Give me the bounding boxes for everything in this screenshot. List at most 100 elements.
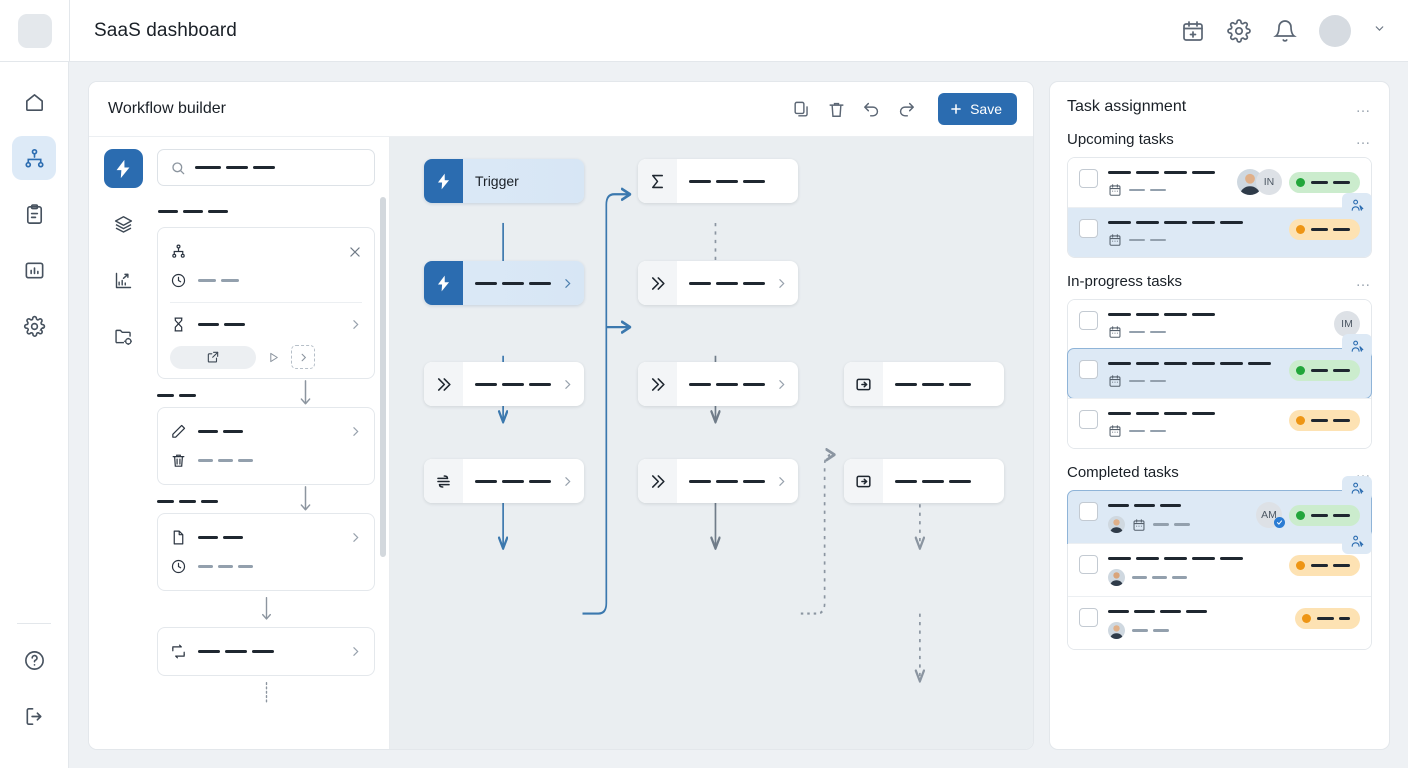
- canvas-node-trigger[interactable]: Trigger: [424, 159, 584, 203]
- status-badge: [1289, 505, 1360, 526]
- sidebar-item-home[interactable]: [12, 80, 56, 124]
- repeat-icon: [170, 643, 187, 660]
- task-checkbox[interactable]: [1079, 311, 1098, 330]
- task-checkbox[interactable]: [1079, 502, 1098, 521]
- canvas-node-4[interactable]: [424, 459, 584, 503]
- task-row[interactable]: [1068, 596, 1371, 649]
- assign-user-icon[interactable]: [1342, 334, 1372, 359]
- toolbox-card-3[interactable]: [157, 627, 375, 676]
- toolbox-row-hierarchy[interactable]: [170, 237, 362, 266]
- canvas-node-5[interactable]: [638, 159, 798, 203]
- sidebar-item-tasks[interactable]: [12, 192, 56, 236]
- calendar-plus-icon[interactable]: [1181, 19, 1205, 43]
- sidebar-item-settings[interactable]: [12, 304, 56, 348]
- assign-user-icon[interactable]: [1342, 193, 1372, 218]
- task-row[interactable]: [1067, 348, 1372, 399]
- task-section-header: Completed tasks…: [1067, 464, 1372, 481]
- task-row[interactable]: AM: [1067, 490, 1372, 544]
- node-label-redacted: [475, 282, 551, 285]
- section-more-button[interactable]: …: [1356, 274, 1373, 289]
- task-title-redacted: [1108, 171, 1227, 174]
- canvas-node-9[interactable]: [844, 362, 1004, 406]
- undo-icon[interactable]: [862, 100, 881, 119]
- task-checkbox[interactable]: [1079, 360, 1098, 379]
- toolbox-tab-triggers[interactable]: [104, 149, 143, 188]
- bar-chart-icon: [23, 259, 46, 282]
- toolbox-row-clock[interactable]: [170, 266, 362, 295]
- sidebar-item-workflow[interactable]: [12, 136, 56, 180]
- calendar-icon: [1132, 518, 1146, 532]
- toolbox-tab-templates[interactable]: [104, 317, 143, 356]
- task-checkbox[interactable]: [1079, 555, 1098, 574]
- canvas-node-2[interactable]: [424, 261, 584, 305]
- status-badge: [1295, 608, 1360, 629]
- workflow-canvas[interactable]: Trigger: [390, 137, 1033, 749]
- sidebar-item-analytics[interactable]: [12, 248, 56, 292]
- section-more-button[interactable]: …: [1356, 132, 1373, 147]
- task-checkbox[interactable]: [1079, 410, 1098, 429]
- text-lines-icon: [424, 459, 463, 503]
- lightning-icon: [424, 261, 463, 305]
- toolbox-tab-insights[interactable]: [104, 261, 143, 300]
- task-row[interactable]: IN: [1068, 158, 1371, 207]
- assignee-avatars[interactable]: IN: [1237, 169, 1282, 195]
- task-row[interactable]: [1068, 207, 1371, 257]
- chevron-right-icon: [775, 378, 788, 391]
- canvas-node-6[interactable]: [638, 261, 798, 305]
- calendar-icon: [1108, 424, 1122, 438]
- assignee-initials: IN: [1256, 169, 1282, 195]
- canvas-node-7[interactable]: [638, 362, 798, 406]
- task-checkbox[interactable]: [1079, 608, 1098, 627]
- lightning-icon: [424, 159, 463, 203]
- bell-icon[interactable]: [1273, 19, 1297, 43]
- export-box-icon: [844, 459, 883, 503]
- task-section-header: Upcoming tasks…: [1067, 131, 1372, 148]
- open-external-button[interactable]: [170, 346, 256, 369]
- task-section-title: Completed tasks: [1067, 464, 1179, 481]
- copy-icon[interactable]: [792, 100, 811, 119]
- toolbox-row-hourglass[interactable]: [170, 310, 362, 339]
- arrow-down-icon: [235, 379, 375, 407]
- task-checkbox[interactable]: [1079, 219, 1098, 238]
- toolbox-card-2[interactable]: [157, 513, 375, 591]
- next-step-button[interactable]: [291, 345, 315, 369]
- chevron-down-icon[interactable]: [1373, 22, 1386, 40]
- assign-user-icon[interactable]: [1342, 476, 1372, 501]
- toolbox-scrollbar[interactable]: [380, 197, 386, 557]
- assignee-avatars[interactable]: AM: [1263, 502, 1282, 528]
- task-date-redacted: [1132, 576, 1187, 579]
- canvas-node-3[interactable]: [424, 362, 584, 406]
- row-text-redacted: [198, 650, 274, 653]
- toolbox-row-repeat[interactable]: [170, 637, 362, 666]
- trash-icon[interactable]: [827, 100, 846, 119]
- redo-icon[interactable]: [897, 100, 916, 119]
- status-dot: [1296, 366, 1305, 375]
- calendar-icon: [1108, 233, 1122, 247]
- task-row[interactable]: [1068, 398, 1371, 448]
- plus-icon: [949, 102, 963, 116]
- gear-icon[interactable]: [1227, 19, 1251, 43]
- toolbox-row-delete[interactable]: [170, 446, 362, 475]
- canvas-node-8[interactable]: [638, 459, 798, 503]
- task-row[interactable]: IM: [1068, 300, 1371, 349]
- save-button[interactable]: Save: [938, 93, 1017, 125]
- toolbox-row-edit[interactable]: [170, 417, 362, 446]
- canvas-node-10[interactable]: [844, 459, 1004, 503]
- toolbox-row-file[interactable]: [170, 523, 362, 552]
- toolbox-card-0[interactable]: [157, 227, 375, 379]
- search-input[interactable]: [157, 149, 375, 186]
- chevron-right-icon: [349, 425, 362, 438]
- task-checkbox[interactable]: [1079, 169, 1098, 188]
- status-label-redacted: [1311, 369, 1350, 372]
- sidebar-item-help[interactable]: [12, 638, 56, 682]
- toolbox-card-1[interactable]: [157, 407, 375, 485]
- sidebar-item-logout[interactable]: [12, 694, 56, 738]
- assign-user-icon[interactable]: [1342, 529, 1372, 554]
- task-row[interactable]: [1068, 543, 1371, 596]
- export-box-icon: [844, 362, 883, 406]
- toolbox-row-schedule[interactable]: [170, 552, 362, 581]
- logo[interactable]: [0, 14, 69, 48]
- toolbox-tab-layers[interactable]: [104, 205, 143, 244]
- avatar[interactable]: [1319, 15, 1351, 47]
- panel-more-button[interactable]: …: [1356, 100, 1373, 115]
